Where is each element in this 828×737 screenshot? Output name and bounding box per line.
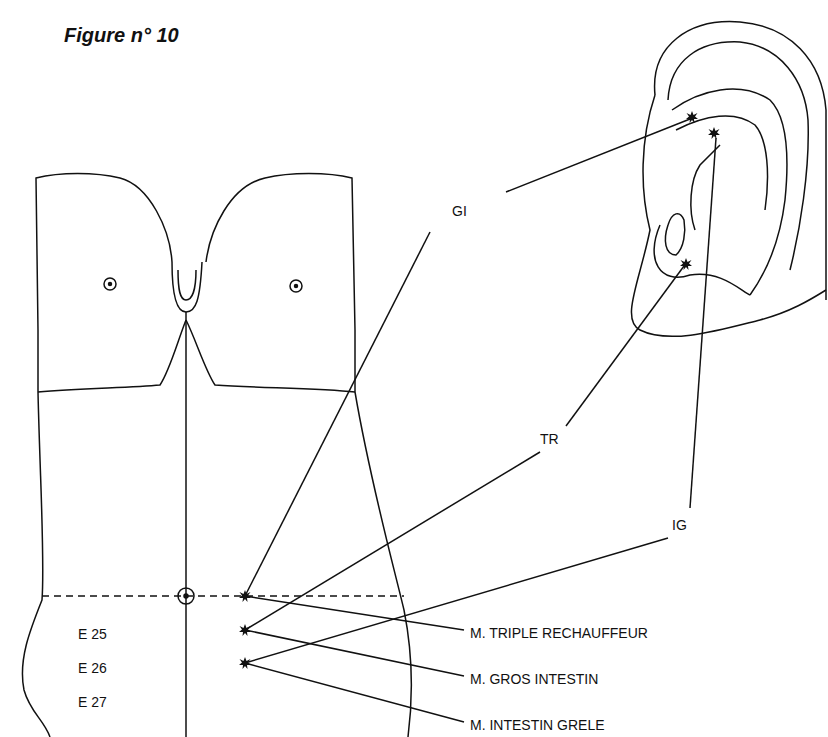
figure-title: Figure n° 10 (64, 25, 179, 45)
meridian-name: M. TRIPLE RECHAUFFEUR (468, 625, 650, 641)
meridian-name: M. GROS INTESTIN (468, 671, 600, 687)
nipple (109, 283, 112, 286)
nipple (295, 285, 298, 288)
neck (172, 262, 202, 312)
acupoint-star (680, 258, 692, 270)
midline (185, 312, 187, 737)
leader-line (506, 119, 690, 192)
leader-line (245, 596, 464, 630)
ear-antihelix (676, 116, 768, 210)
ear-intertragic (654, 225, 750, 295)
point-number: E 25 (76, 626, 109, 642)
torso-outline (22, 330, 50, 737)
navel (178, 588, 194, 604)
acupoint-star (686, 111, 698, 123)
nipple (104, 278, 116, 290)
navel (184, 594, 188, 598)
leader-line (245, 452, 540, 630)
rib-line (186, 320, 355, 392)
rib-line (38, 320, 186, 392)
ear-tragus (665, 214, 684, 255)
right-shoulder (206, 174, 355, 331)
leader-line (245, 232, 430, 596)
meridian-name: M. INTESTIN GRELE (468, 717, 607, 733)
neck (178, 270, 196, 300)
meridian-abbrev: IG (670, 517, 689, 533)
leader-line (245, 538, 668, 663)
nipple (290, 280, 302, 292)
ear-concha (691, 145, 720, 230)
point-number: E 26 (76, 660, 109, 676)
acupoint-star (239, 590, 251, 602)
acupoint-star (239, 657, 251, 669)
acupoint-star (239, 624, 251, 636)
point-number: E 27 (76, 694, 109, 710)
meridian-abbrev: GI (450, 203, 469, 219)
leader-line (566, 266, 684, 426)
leader-line (245, 630, 464, 676)
torso-outline (355, 330, 411, 737)
left-shoulder (36, 174, 172, 331)
ear-helix (655, 22, 826, 300)
leader-line (690, 138, 716, 508)
acupoint-star (708, 127, 720, 139)
leader-line (245, 663, 464, 722)
waist-line (42, 595, 404, 597)
meridian-abbrev: TR (538, 431, 561, 447)
